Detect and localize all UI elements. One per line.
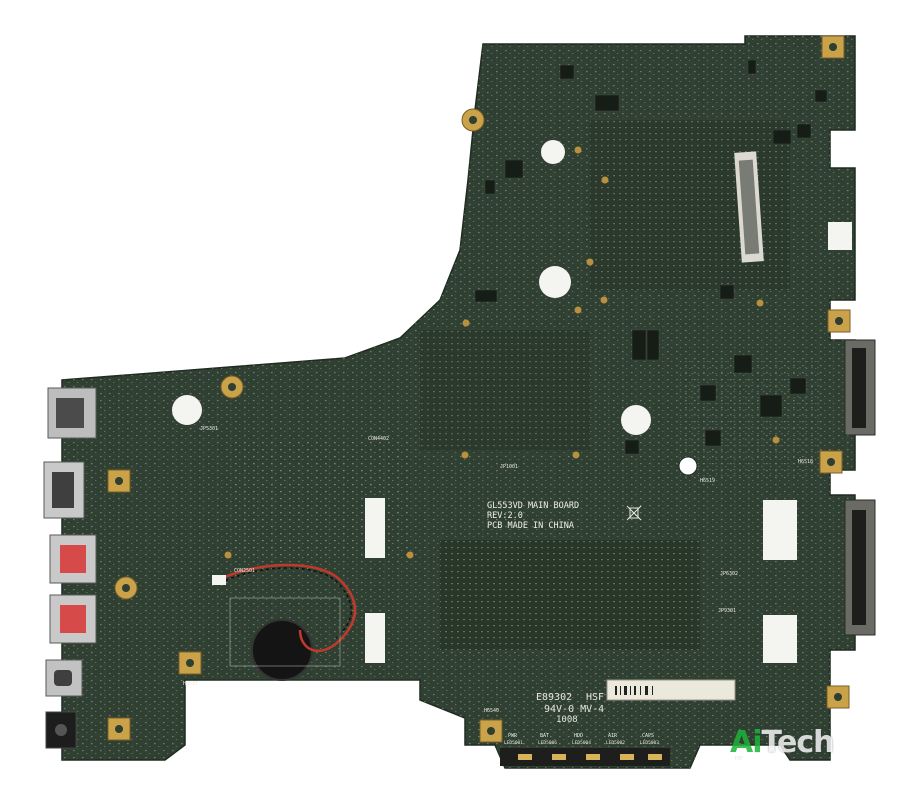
refdes-h6518: H6518 — [798, 459, 813, 465]
white-pads — [172, 140, 651, 435]
copper-mount-pads — [107, 35, 851, 743]
mount-hole — [678, 456, 698, 476]
led-label-hdd: HDD — [574, 733, 583, 739]
refdes-h6537: H6537 — [183, 681, 198, 687]
refdes-h6540: H6540 — [484, 708, 499, 714]
led-ref-3: LED5004 — [572, 740, 591, 746]
led-ref-2: LED5006 — [538, 740, 557, 746]
led-ref-4: LED5002 — [606, 740, 625, 746]
led-ref-1: LED5001 — [504, 740, 523, 746]
usb-port-1 — [49, 534, 97, 584]
silkscreen-blocks — [365, 222, 852, 663]
ul-mark-line3: 1008 — [556, 715, 578, 725]
refdes-jp5301: JP5301 — [200, 426, 218, 432]
board-title-line3: PCB MADE IN CHINA — [487, 521, 574, 531]
board-title-line2: REV:2.0 — [487, 511, 523, 521]
refdes-con2501: CON2501 — [234, 568, 255, 574]
board-title-line1: GL553VD MAIN BOARD — [487, 501, 579, 511]
refdes-jp6302: JP6302 — [720, 571, 738, 577]
vias — [224, 146, 780, 559]
usb-port-2 — [49, 594, 97, 644]
led-label-caps: CAPS — [642, 733, 654, 739]
ic-chips — [474, 59, 828, 455]
led-label-bat: BAT — [540, 733, 549, 739]
ethernet-port — [47, 387, 97, 439]
side-label-top: TOP — [734, 756, 743, 762]
refdes-h6519: H6519 — [700, 478, 715, 484]
led-ref-5: LED5003 — [640, 740, 659, 746]
watermark-part-ai: Ai — [730, 725, 763, 760]
led-connector-strip — [500, 748, 670, 766]
refdes-jp9301: JP9301 — [718, 608, 736, 614]
hdmi-port — [43, 461, 85, 519]
audio-jack — [45, 711, 77, 749]
battery-cable — [217, 563, 357, 652]
refdes-jp1001: JP1001 — [500, 464, 518, 470]
led-label-air: AIR — [608, 733, 618, 739]
sata-connector-lower — [844, 499, 876, 636]
ul-mark-line2: 94V-0 MV-4 — [544, 704, 604, 715]
aitech-watermark: AiTech — [730, 725, 835, 760]
hsf-label: HSF — [586, 692, 604, 703]
watermark-part-tech: Tech — [761, 725, 835, 760]
ul-mark-line1: E89302 — [536, 692, 572, 703]
barcode-sticker — [606, 679, 736, 701]
usb-c-port — [45, 659, 83, 697]
cmos-battery — [251, 619, 313, 681]
refdes-con4402: CON4402 — [368, 436, 389, 442]
weee-bin-icon — [626, 505, 642, 521]
sata-connector-upper — [844, 339, 876, 436]
led-label-pwr: PWR — [508, 733, 518, 739]
